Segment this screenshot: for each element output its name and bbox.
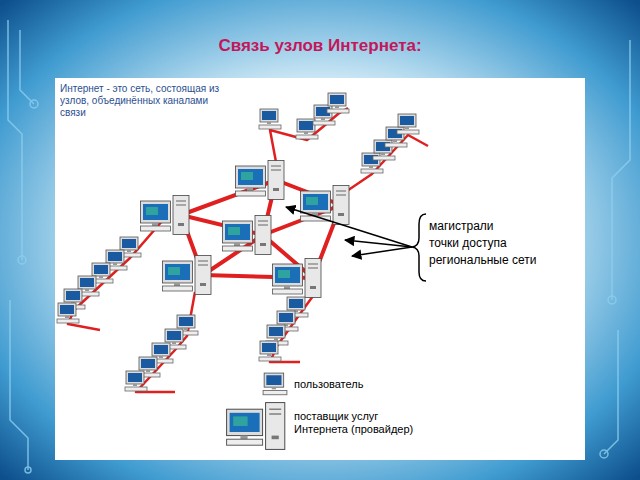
provider-computers: [141, 161, 350, 298]
provider-icon: [141, 196, 190, 235]
diagram-panel: [55, 78, 585, 460]
slide-title: Связь узлов Интернета:: [0, 36, 640, 56]
legend-text: поставщик услуг Интернета (провайдер): [294, 410, 419, 436]
user-icon: [57, 303, 79, 323]
regional-lines: [68, 108, 428, 392]
provider-icon: [236, 161, 285, 200]
legend-text: пользователь: [294, 378, 434, 391]
bracket-label: магистрали: [429, 219, 579, 233]
user-icon: [327, 93, 349, 113]
bracket-label: точки доступа: [429, 236, 579, 250]
pointer-arrows: [286, 207, 412, 256]
provider-icon: [273, 259, 322, 298]
user-icon: [125, 371, 147, 391]
provider-icon: [163, 256, 212, 295]
definition-note: Интернет - это сеть, состоящая из узлов,…: [60, 83, 228, 119]
legend-provider-sample: [227, 403, 285, 450]
legend-user-sample: [263, 373, 287, 395]
user-icon: [313, 105, 335, 125]
user-icon: [397, 114, 419, 134]
user-computers: [57, 93, 419, 391]
provider-icon: [223, 216, 272, 255]
bracket-label: региональные сети: [429, 253, 579, 267]
user-icon: [259, 341, 281, 361]
user-icon: [259, 109, 281, 129]
circuit-decoration: [8, 20, 630, 473]
curly-bracket: [412, 214, 426, 281]
